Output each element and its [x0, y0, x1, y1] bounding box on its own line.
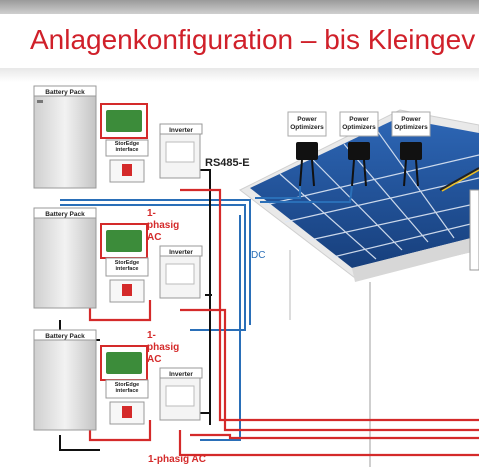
- battery-pack: [33, 217, 97, 309]
- battery-label: Battery Pack: [45, 89, 85, 96]
- ac-label-2: 1- phasig AC: [147, 330, 180, 365]
- storedge-board: [106, 352, 142, 374]
- storedge-label: StorEdge interface: [114, 382, 140, 394]
- solar-roof: [239, 109, 479, 467]
- ac-cables: [88, 188, 479, 457]
- ac-label-bottom: 1-phasig AC: [148, 454, 206, 465]
- battery-label: Battery Pack: [45, 211, 85, 218]
- storage-row-1: [33, 85, 203, 189]
- inverter-label: Inverter: [169, 249, 193, 256]
- slide-title: Anlagenkonfiguration – bis Kleingev: [30, 24, 476, 55]
- storedge-board: [106, 110, 142, 132]
- battery-pack: [33, 95, 97, 189]
- rs485-label: RS485-E: [205, 157, 250, 169]
- battery-pack: [33, 339, 97, 431]
- ac-label-1: 1- phasig AC: [147, 208, 180, 243]
- storedge-board: [106, 230, 142, 252]
- window-top-bar: [0, 0, 479, 14]
- storedge-label: StorEdge interface: [114, 141, 140, 153]
- inverter-label: Inverter: [169, 127, 193, 134]
- storage-row-2: [33, 207, 203, 309]
- storedge-label: StorEdge interface: [114, 260, 140, 272]
- meter-box-edge: [469, 189, 479, 271]
- title-divider: [0, 68, 479, 82]
- inverter-label: Inverter: [169, 371, 193, 378]
- battery-label: Battery Pack: [45, 333, 85, 340]
- storage-row-3: [33, 329, 203, 431]
- dc-label: DC: [251, 250, 266, 261]
- dc-cables: [60, 185, 353, 441]
